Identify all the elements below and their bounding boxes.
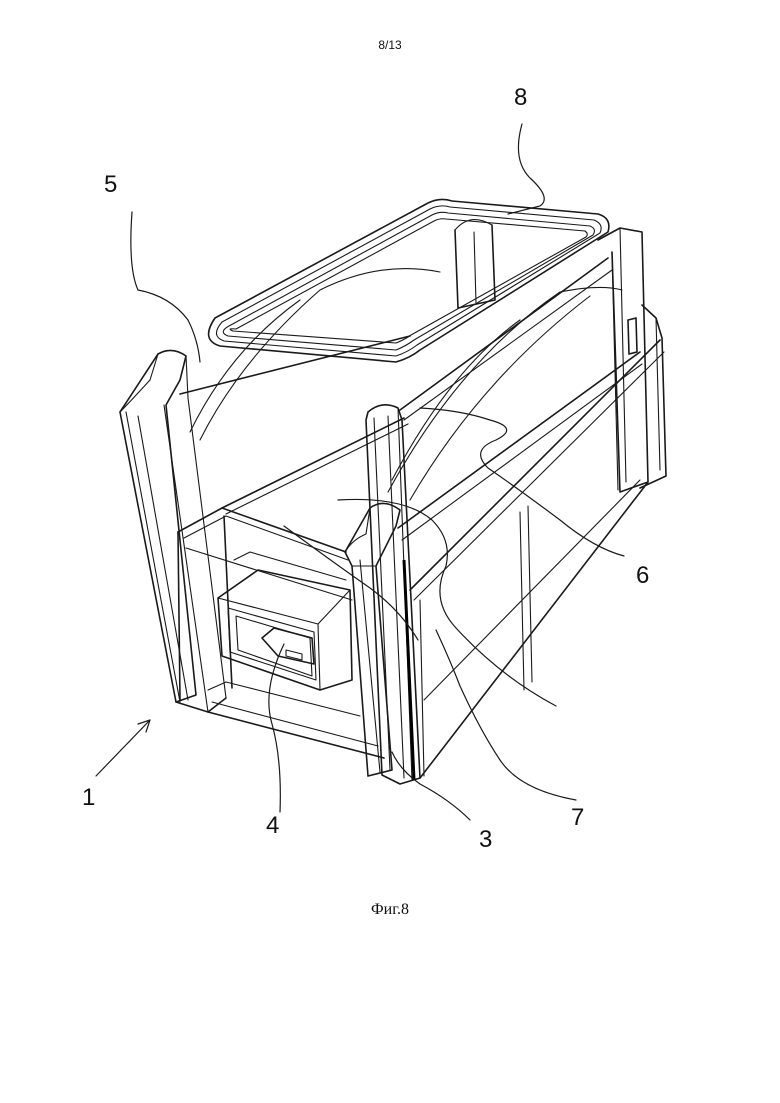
ref-label-6: 6 [636,564,649,588]
right-side-lower-panel [420,480,640,776]
lid-frame [209,199,609,362]
rear-post [455,220,495,308]
leader-5 [131,212,200,362]
base-frame [178,508,384,758]
ref-label-4: 4 [266,814,279,838]
front-seam [404,560,414,780]
middle-front-post [345,503,400,776]
ref-label-3: 3 [479,828,492,852]
front-box [218,570,352,690]
leader-7 [436,630,576,800]
right-front-post [366,405,648,784]
ref-label-5: 5 [104,173,117,197]
ref-label-8: 8 [514,86,527,110]
leader-8 [508,124,544,214]
membrane-curves [190,269,622,500]
ref-label-1: 1 [82,786,95,810]
arrow-1 [96,720,150,776]
figure-caption: Фиг.8 [0,901,780,919]
ref-label-7: 7 [571,806,584,830]
left-front-post [120,350,226,712]
leader-6 [420,408,624,556]
